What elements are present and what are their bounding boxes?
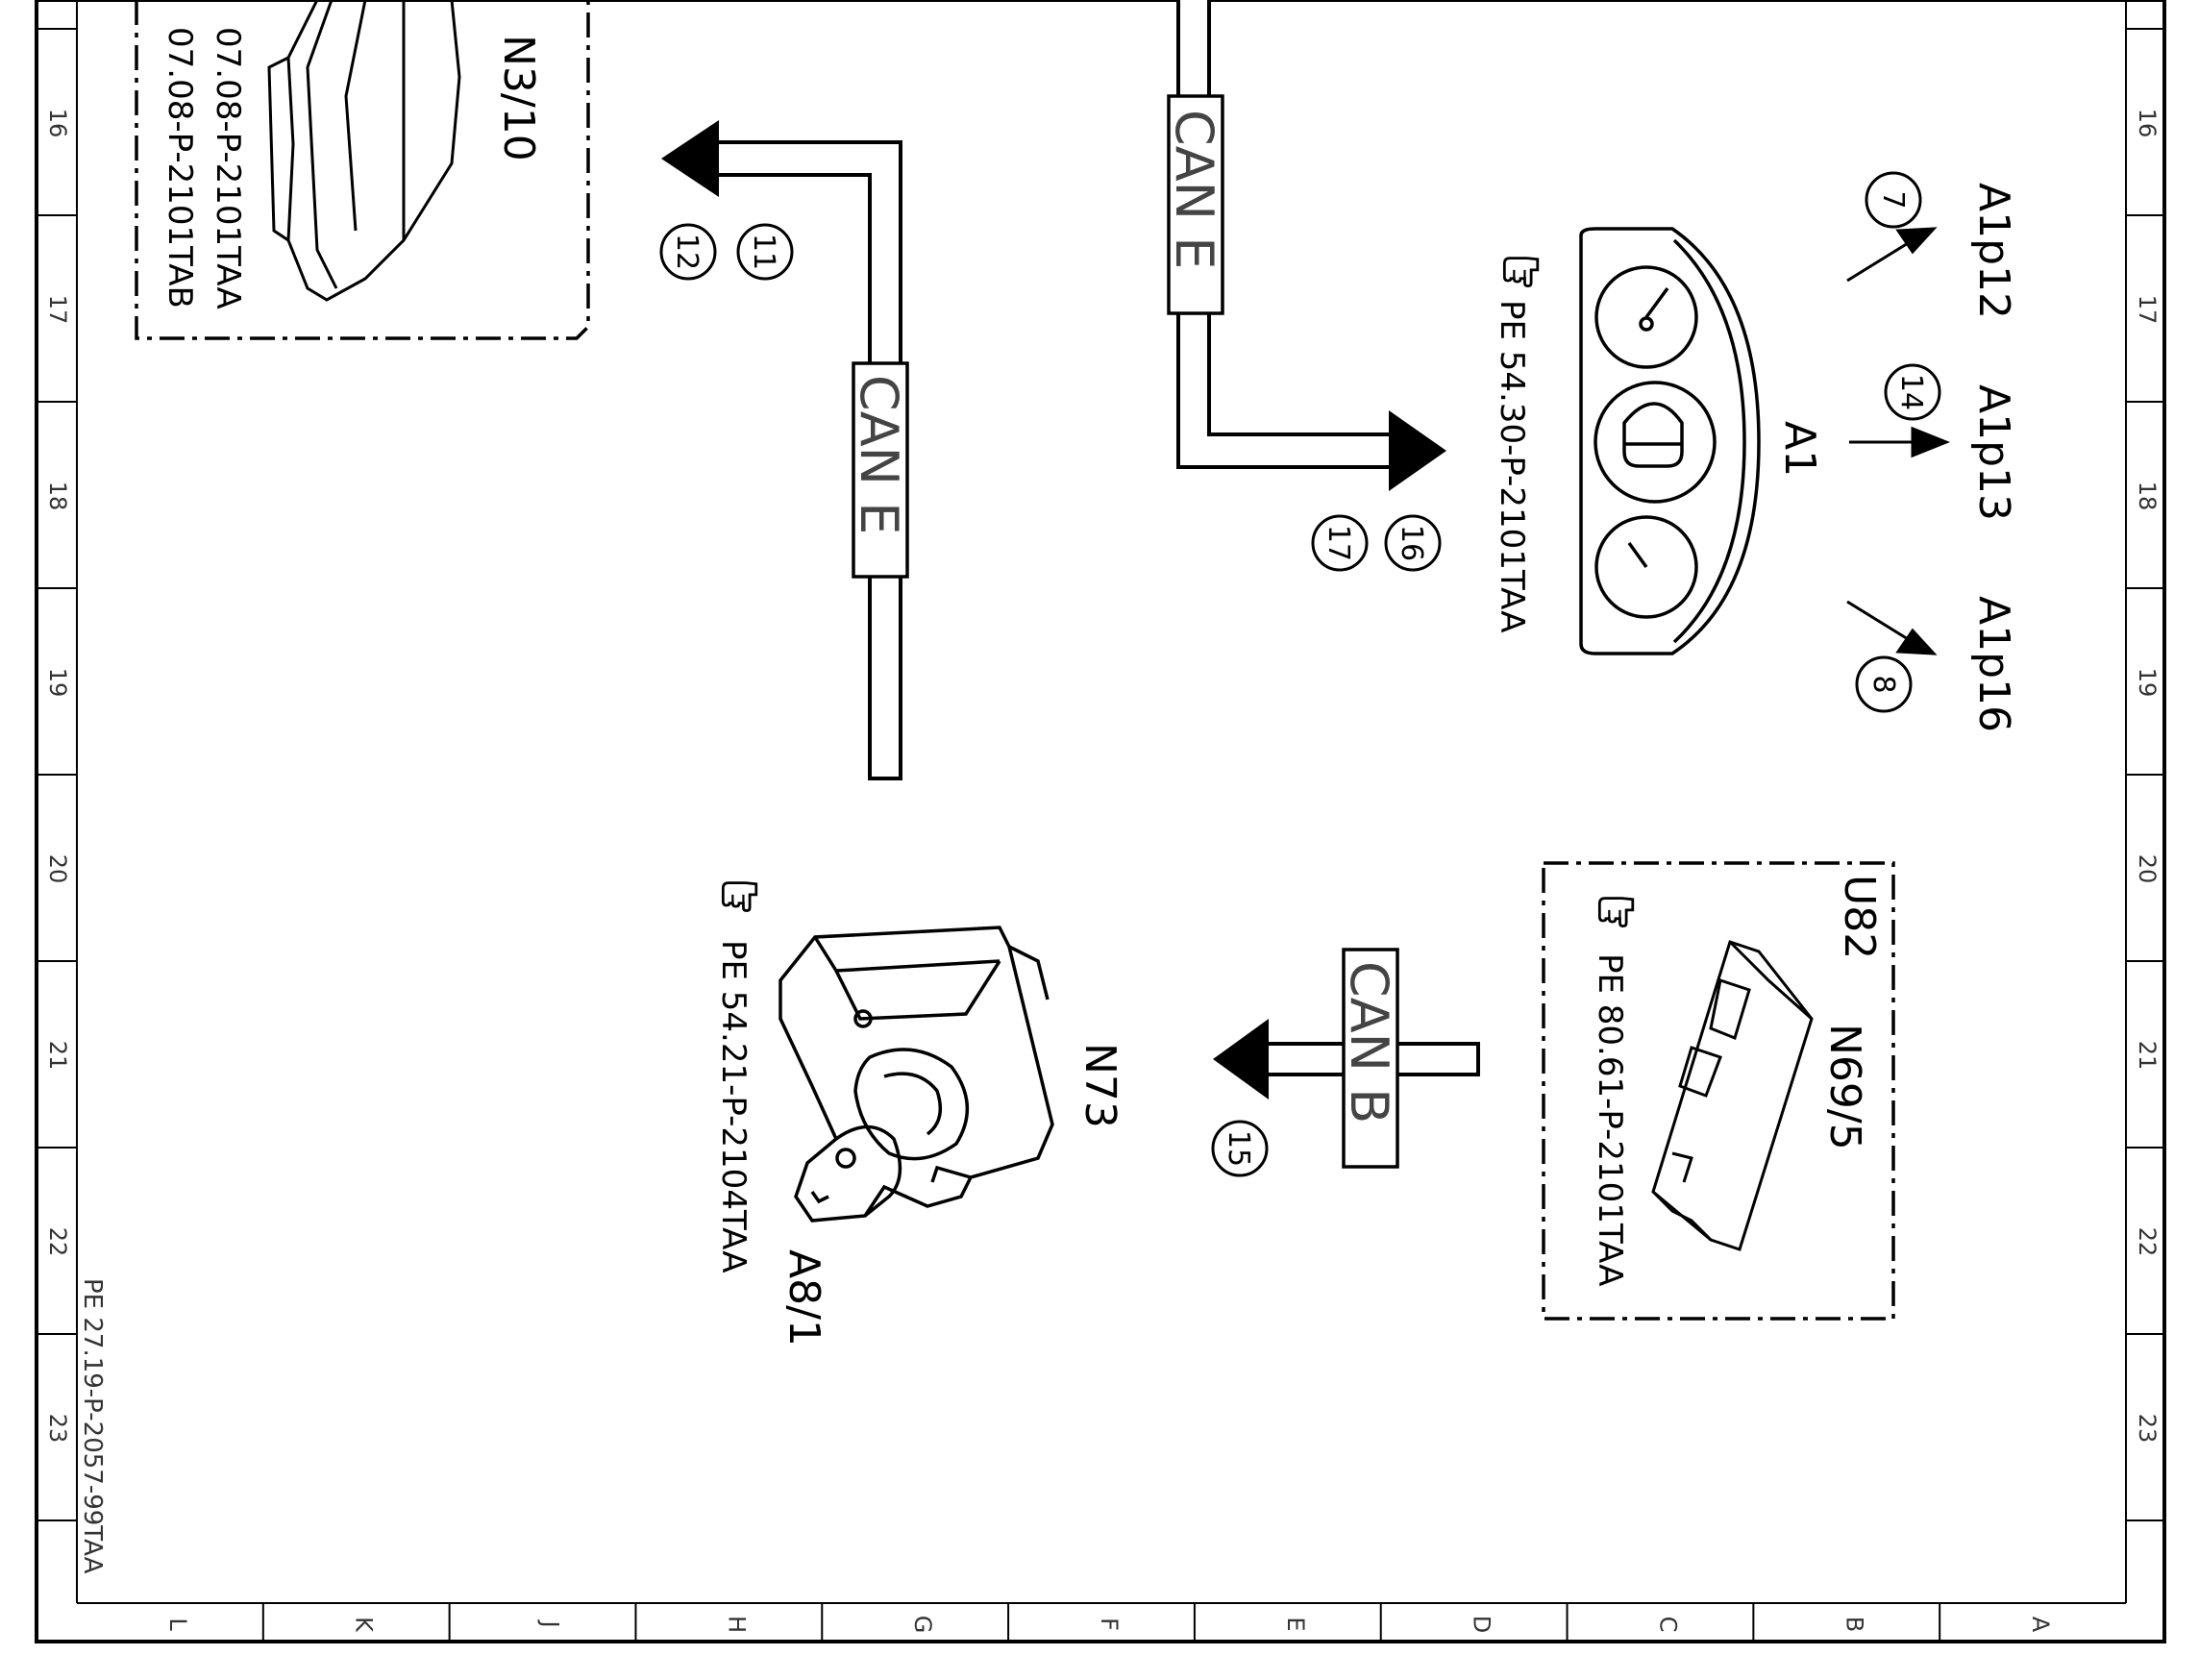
callout-7: 7 — [1865, 171, 1922, 229]
callout-8: 8 — [1855, 655, 1913, 713]
ruler-number-left: 17 — [44, 295, 71, 325]
ruler-letter: A — [2027, 1617, 2054, 1633]
bus-label-can-e-left: CAN E — [849, 375, 909, 534]
label-a8-1: A8/1 — [779, 1249, 828, 1346]
component-n3-10: N3/10 07.08-P-2101TAA 07.08-P-2101TAB — [135, 0, 590, 340]
can-b-line: CAN B — [1213, 948, 1480, 1169]
ruler-letter: B — [1841, 1617, 1867, 1632]
label-n3-10: N3/10 — [494, 35, 543, 161]
callout-15: 15 — [1211, 1120, 1269, 1177]
pointing-hand-icon — [1502, 257, 1540, 287]
pointing-hand-icon — [1597, 897, 1635, 927]
label-a1: A1 — [1775, 421, 1824, 477]
ruler-letter: L — [164, 1618, 191, 1631]
svg-text:17: 17 — [1322, 525, 1355, 561]
arrow-to-n3-10 — [661, 120, 719, 197]
bus-label-can-e-right: CAN E — [1164, 110, 1224, 269]
callout-16: 16 — [1384, 514, 1442, 572]
pointing-hand-icon — [721, 881, 758, 912]
component-a8-1-ignition-switch — [778, 926, 1054, 1223]
ref-n3-10-1: 07.08-P-2101TAA — [209, 27, 247, 309]
ref-n3-10-2: 07.08-P-2101TAB — [161, 27, 199, 309]
can-e-line-right: CAN E — [1164, 0, 1446, 491]
ruler-number-left: 21 — [44, 1041, 71, 1071]
ruler-letter: H — [723, 1616, 750, 1633]
sheet-frame — [35, 0, 2166, 1643]
ruler-number-right: 22 — [2134, 1227, 2161, 1257]
ruler-letter: C — [1654, 1617, 1681, 1633]
lamp-arrows — [1846, 227, 1951, 655]
control-unit-drawing — [267, 0, 461, 302]
label-n69-5: N69/5 — [1820, 1024, 1869, 1150]
sheet-reference: PE 27.19-P-2057-99TAA — [78, 1278, 107, 1574]
ruler-number-right: 16 — [2134, 109, 2161, 138]
ruler-number-left: 19 — [44, 668, 71, 698]
svg-text:14: 14 — [1894, 374, 1928, 410]
component-u82: U82 N69/5 PE 80.61-P-2101TAA — [1542, 861, 1895, 1321]
arrow-to-a1 — [1389, 410, 1446, 491]
callout-11: 11 — [736, 223, 794, 281]
bus-label-can-b: CAN B — [1339, 961, 1399, 1124]
svg-text:8: 8 — [1866, 675, 1900, 693]
label-a1p13: A1p13 — [1969, 384, 2018, 521]
module-drawing — [1651, 940, 1814, 1251]
ruler-number-right: 18 — [2134, 482, 2161, 511]
svg-text:12: 12 — [670, 234, 704, 270]
ruler-number-left: 20 — [44, 854, 71, 884]
arrow-to-n73 — [1213, 1019, 1269, 1099]
ruler-number-right: 21 — [2134, 1041, 2161, 1071]
svg-text:7: 7 — [1876, 190, 1910, 209]
ruler-letter: E — [1282, 1617, 1309, 1631]
ruler-number-right: 17 — [2134, 295, 2161, 325]
ruler: 16 16 17 17 18 18 19 19 20 20 21 21 22 22 23 23L K J H G F E D… — [37, 28, 2164, 1642]
svg-text:16: 16 — [1395, 525, 1428, 561]
callout-17: 17 — [1311, 514, 1369, 572]
label-u82: U82 — [1835, 875, 1884, 959]
ruler-number-left: 23 — [44, 1414, 71, 1444]
svg-text:15: 15 — [1222, 1130, 1255, 1167]
ruler-letter: K — [351, 1617, 378, 1633]
ruler-number-left: 22 — [44, 1227, 71, 1257]
ruler-letter: J — [537, 1618, 564, 1627]
ruler-letter: D — [1469, 1616, 1495, 1633]
ruler-letter: F — [1096, 1618, 1123, 1631]
callout-14: 14 — [1884, 363, 1941, 421]
ref-a1: PE 54.30-P-2101TAA — [1493, 300, 1531, 633]
ruler-number-left: 16 — [44, 109, 71, 138]
ref-n69-5: PE 80.61-P-2101TAA — [1591, 953, 1629, 1287]
can-e-line-left: CAN E — [661, 120, 909, 780]
ruler-number-right: 19 — [2134, 668, 2161, 698]
ruler-number-right: 20 — [2134, 854, 2161, 884]
label-a1p16: A1p16 — [1969, 596, 2018, 732]
svg-text:11: 11 — [747, 234, 780, 270]
label-a1p12: A1p12 — [1969, 183, 2018, 319]
label-n73: N73 — [1075, 1043, 1124, 1128]
ruler-letter: G — [909, 1616, 936, 1634]
ref-a8-1: PE 54.21-P-2104TAA — [714, 940, 753, 1273]
component-a1-instrument-cluster — [1579, 227, 1761, 655]
callout-12: 12 — [659, 223, 717, 281]
ruler-number-left: 18 — [44, 482, 71, 511]
ruler-number-right: 23 — [2134, 1414, 2161, 1444]
